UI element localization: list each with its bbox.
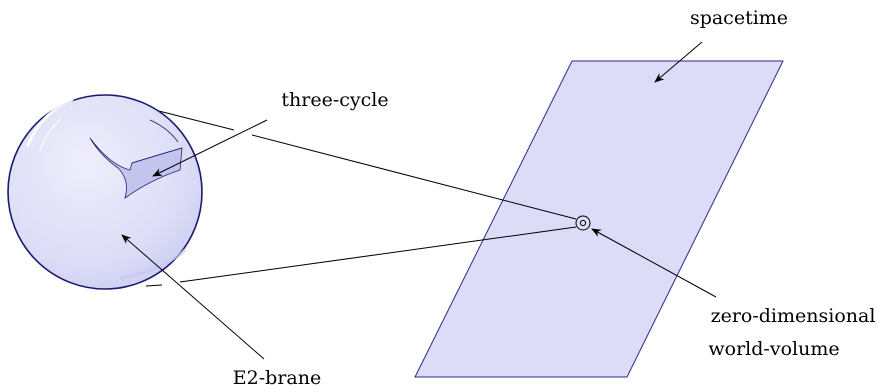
- projection-line-upper-b: [251, 134, 577, 220]
- world-volume-point: [575, 215, 591, 231]
- spacetime-plane: [414, 60, 784, 378]
- projection-line-lower-b: [179, 226, 577, 283]
- spacetime-arrow: [654, 41, 703, 83]
- spacetime-label: spacetime: [690, 7, 788, 29]
- world-volume-arrow: [591, 228, 717, 298]
- three-cycle-patch: [89, 119, 183, 199]
- e2-brane-sphere: [7, 94, 203, 290]
- projection-line-lower-a: [145, 284, 163, 287]
- three-cycle-label: three-cycle: [281, 89, 388, 111]
- three-cycle-arrow: [152, 119, 268, 177]
- projection-line-upper-a: [150, 108, 235, 131]
- e2-brane-arrow: [121, 234, 265, 360]
- e2-brane-label: E2-brane: [233, 367, 321, 389]
- zero-dimensional-label: zero-dimensional: [711, 305, 876, 327]
- world-volume-label: world-volume: [708, 338, 839, 360]
